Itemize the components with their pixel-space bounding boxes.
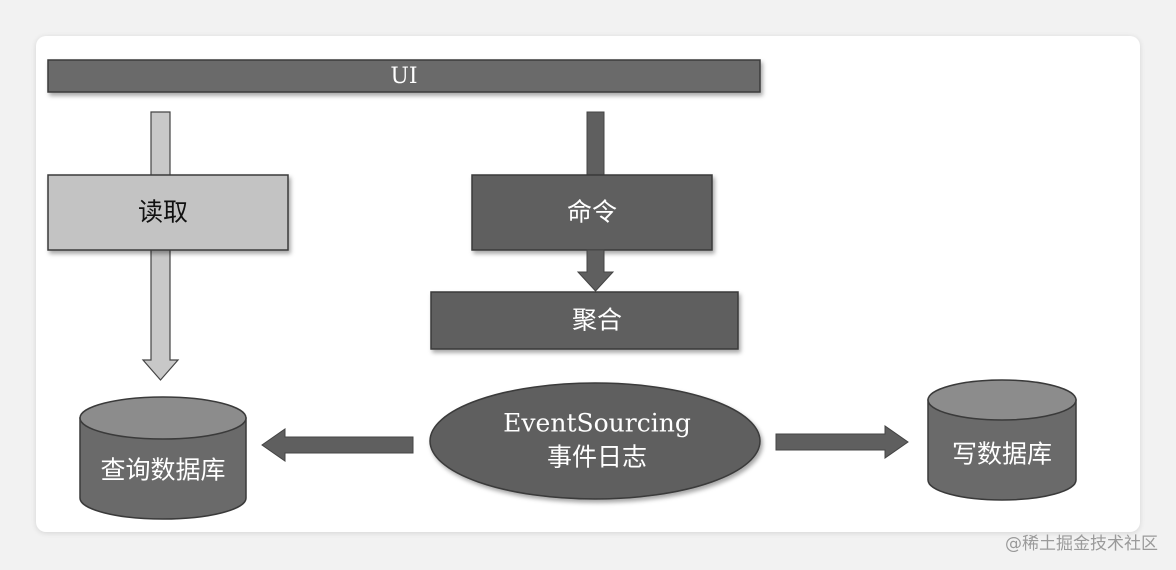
write-database: 写数据库 xyxy=(927,379,1077,501)
read-box: 读取 xyxy=(47,174,289,251)
arrow-to-query-db xyxy=(261,428,414,462)
watermark-text: @稀土掘金技术社区 xyxy=(1005,534,1158,554)
query-db-label: 查询数据库 xyxy=(100,456,225,485)
event-log-ellipse: EventSourcing 事件日志 xyxy=(429,382,761,500)
event-log-title: EventSourcing xyxy=(503,409,691,438)
aggregate-label: 聚合 xyxy=(572,306,622,335)
command-box: 命令 xyxy=(471,174,713,251)
ui-label: UI xyxy=(390,64,417,89)
command-label: 命令 xyxy=(567,198,617,227)
command-to-aggregate-arrow xyxy=(576,249,615,292)
event-log-subtitle: 事件日志 xyxy=(547,443,647,472)
write-db-label: 写数据库 xyxy=(952,440,1052,469)
query-database: 查询数据库 xyxy=(79,396,247,520)
ui-bar: UI xyxy=(47,59,761,93)
aggregate-box: 聚合 xyxy=(430,291,739,350)
read-label: 读取 xyxy=(138,198,188,227)
arrow-to-write-db xyxy=(775,425,909,459)
command-arrow-top xyxy=(586,111,605,177)
